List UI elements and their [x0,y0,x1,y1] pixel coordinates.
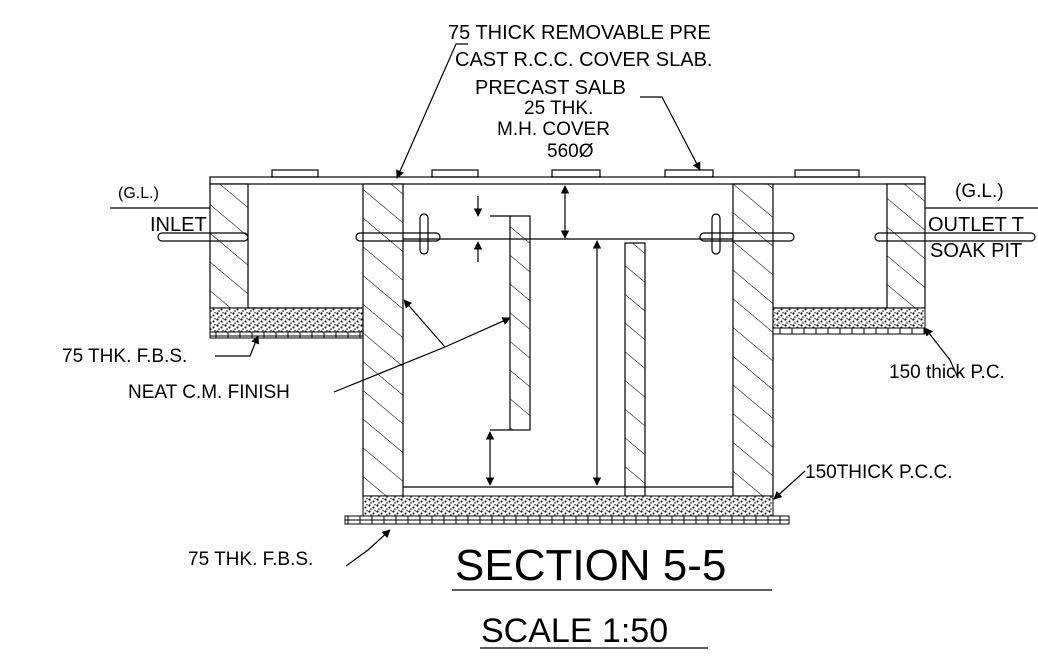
bottom-fbs-layer [344,515,790,525]
baffle-wall-1 [509,215,531,431]
mh-cover-5 [794,169,860,178]
right-outer-wall [886,183,926,309]
diameter-label: 560Ø [547,141,594,162]
precast-slab-label: PRECAST SALB [475,77,626,99]
right-pc-layer [772,307,926,329]
fbs-left-label: 75 THK. F.B.S. [62,346,187,367]
left-outer-wall [209,183,249,309]
main-right-wall [732,183,774,497]
outlet-label-1: OUTLET T [928,214,1024,236]
tee-pipe-left [355,232,441,242]
cover-slab-label-2: CAST R.C.C. COVER SLAB. [455,49,712,71]
baffle-wall-2 [624,242,646,497]
thickness-label: 25 THK. [524,98,593,119]
fbs-bottom-label: 75 THK. F.B.S. [188,549,313,570]
mh-cover-4 [664,169,714,178]
outlet-label-2: SOAK PIT [930,240,1022,262]
pipes [157,213,1036,255]
main-left-wall [362,183,404,497]
mh-cover-3 [551,169,601,178]
neat-finish-label: NEAT C.M. FINISH [128,382,290,403]
cover-slab [209,169,926,185]
leaders [215,43,959,567]
pc-right-label: 150 thick P.C. [889,362,1005,383]
cover-slab-label-1: 75 THICK REMOVABLE PRE [448,22,711,44]
tee-pipe-right [699,232,795,242]
section-title: SECTION 5-5 [455,541,726,590]
left-chamber [209,183,364,339]
outlet-pipe [874,232,1036,242]
mh-cover-label: M.H. COVER [497,119,610,140]
left-fbs-layer [209,307,364,333]
inlet-pipe [157,232,249,242]
dimensions [473,185,602,486]
gl-right-label: (G.L.) [955,181,1004,202]
scale-label: SCALE 1:50 [481,612,668,650]
pcc-bottom-label: 150THICK P.C.C. [805,462,952,483]
main-tank [344,183,790,525]
gl-left-label: (G.L.) [118,185,159,202]
right-chamber [772,183,926,335]
mh-cover-1 [271,169,319,178]
mh-cover-2 [431,169,479,178]
bottom-pcc-layer [362,495,774,517]
inlet-label: INLET [150,214,207,236]
